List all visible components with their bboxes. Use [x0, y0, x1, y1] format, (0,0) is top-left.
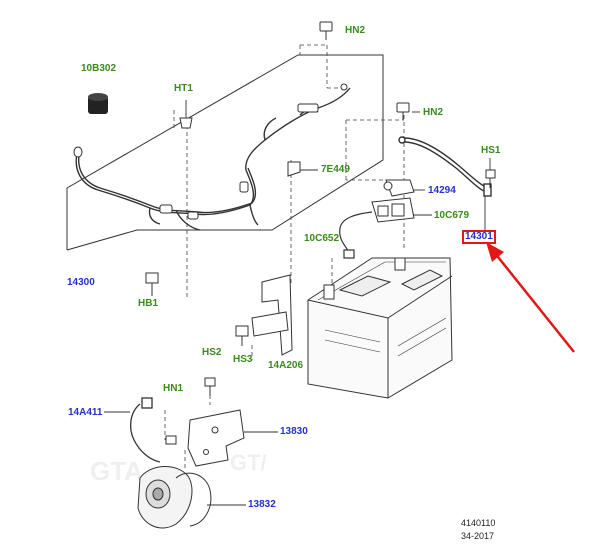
- harness-box: [66, 54, 384, 251]
- battery: [307, 257, 453, 399]
- lead-14A411: [129, 397, 161, 463]
- bolt-HB1: [145, 272, 159, 296]
- watermark: GTA GT/: [90, 450, 267, 486]
- label-10B302: 10B302: [81, 63, 117, 74]
- solid-leaders: [104, 100, 491, 506]
- red-arrow: [486, 242, 575, 353]
- label-HT1: HT1: [174, 83, 193, 94]
- bolt-HS3: [235, 325, 249, 346]
- label-14A206: 14A206: [268, 360, 304, 371]
- label-HN2-top: HN2: [345, 25, 366, 36]
- label-13832: 13832: [248, 499, 276, 510]
- battery-cable: [398, 136, 492, 197]
- bracket-14A206: [251, 274, 293, 356]
- lead-10C652: [339, 211, 373, 259]
- label-HS2: HS2: [202, 347, 222, 358]
- label-HB1: HB1: [138, 298, 159, 309]
- label-14301-highlighted: 14301: [462, 230, 496, 244]
- label-10C679: 10C679: [434, 210, 470, 221]
- nut-HN1: [165, 435, 177, 445]
- label-10C652: 10C652: [304, 233, 340, 244]
- label-7E449: 7E449: [321, 164, 350, 175]
- clip-HT1: [179, 117, 193, 129]
- terminal-14294: [383, 179, 415, 197]
- screw-HS2: [204, 377, 216, 396]
- footer-code: 4140110: [461, 518, 496, 528]
- harness-cable: [75, 87, 351, 231]
- nut-HN2: [319, 21, 410, 120]
- footer-date: 34-2017: [461, 531, 495, 541]
- label-HS1: HS1: [481, 145, 501, 156]
- horn-13832: [137, 466, 212, 529]
- svg-text:GT/: GT/: [230, 450, 267, 475]
- leader-lines: [164, 44, 405, 470]
- screw-HS1: [485, 169, 496, 188]
- label-14A411: 14A411: [68, 407, 103, 418]
- harness-connectors: [73, 83, 348, 220]
- label-14300: 14300: [67, 277, 95, 288]
- label-HS3: HS3: [233, 354, 253, 365]
- cap-10B302: [88, 93, 108, 114]
- label-HN2-right: HN2: [423, 107, 444, 118]
- label-13830: 13830: [280, 426, 308, 437]
- label-HN1: HN1: [163, 383, 184, 394]
- svg-text:GTA: GTA: [90, 456, 143, 486]
- label-14294: 14294: [428, 185, 456, 196]
- sensor-10C679: [371, 197, 415, 223]
- bracket-7E449: [287, 161, 301, 177]
- bracket-13830: [187, 409, 245, 467]
